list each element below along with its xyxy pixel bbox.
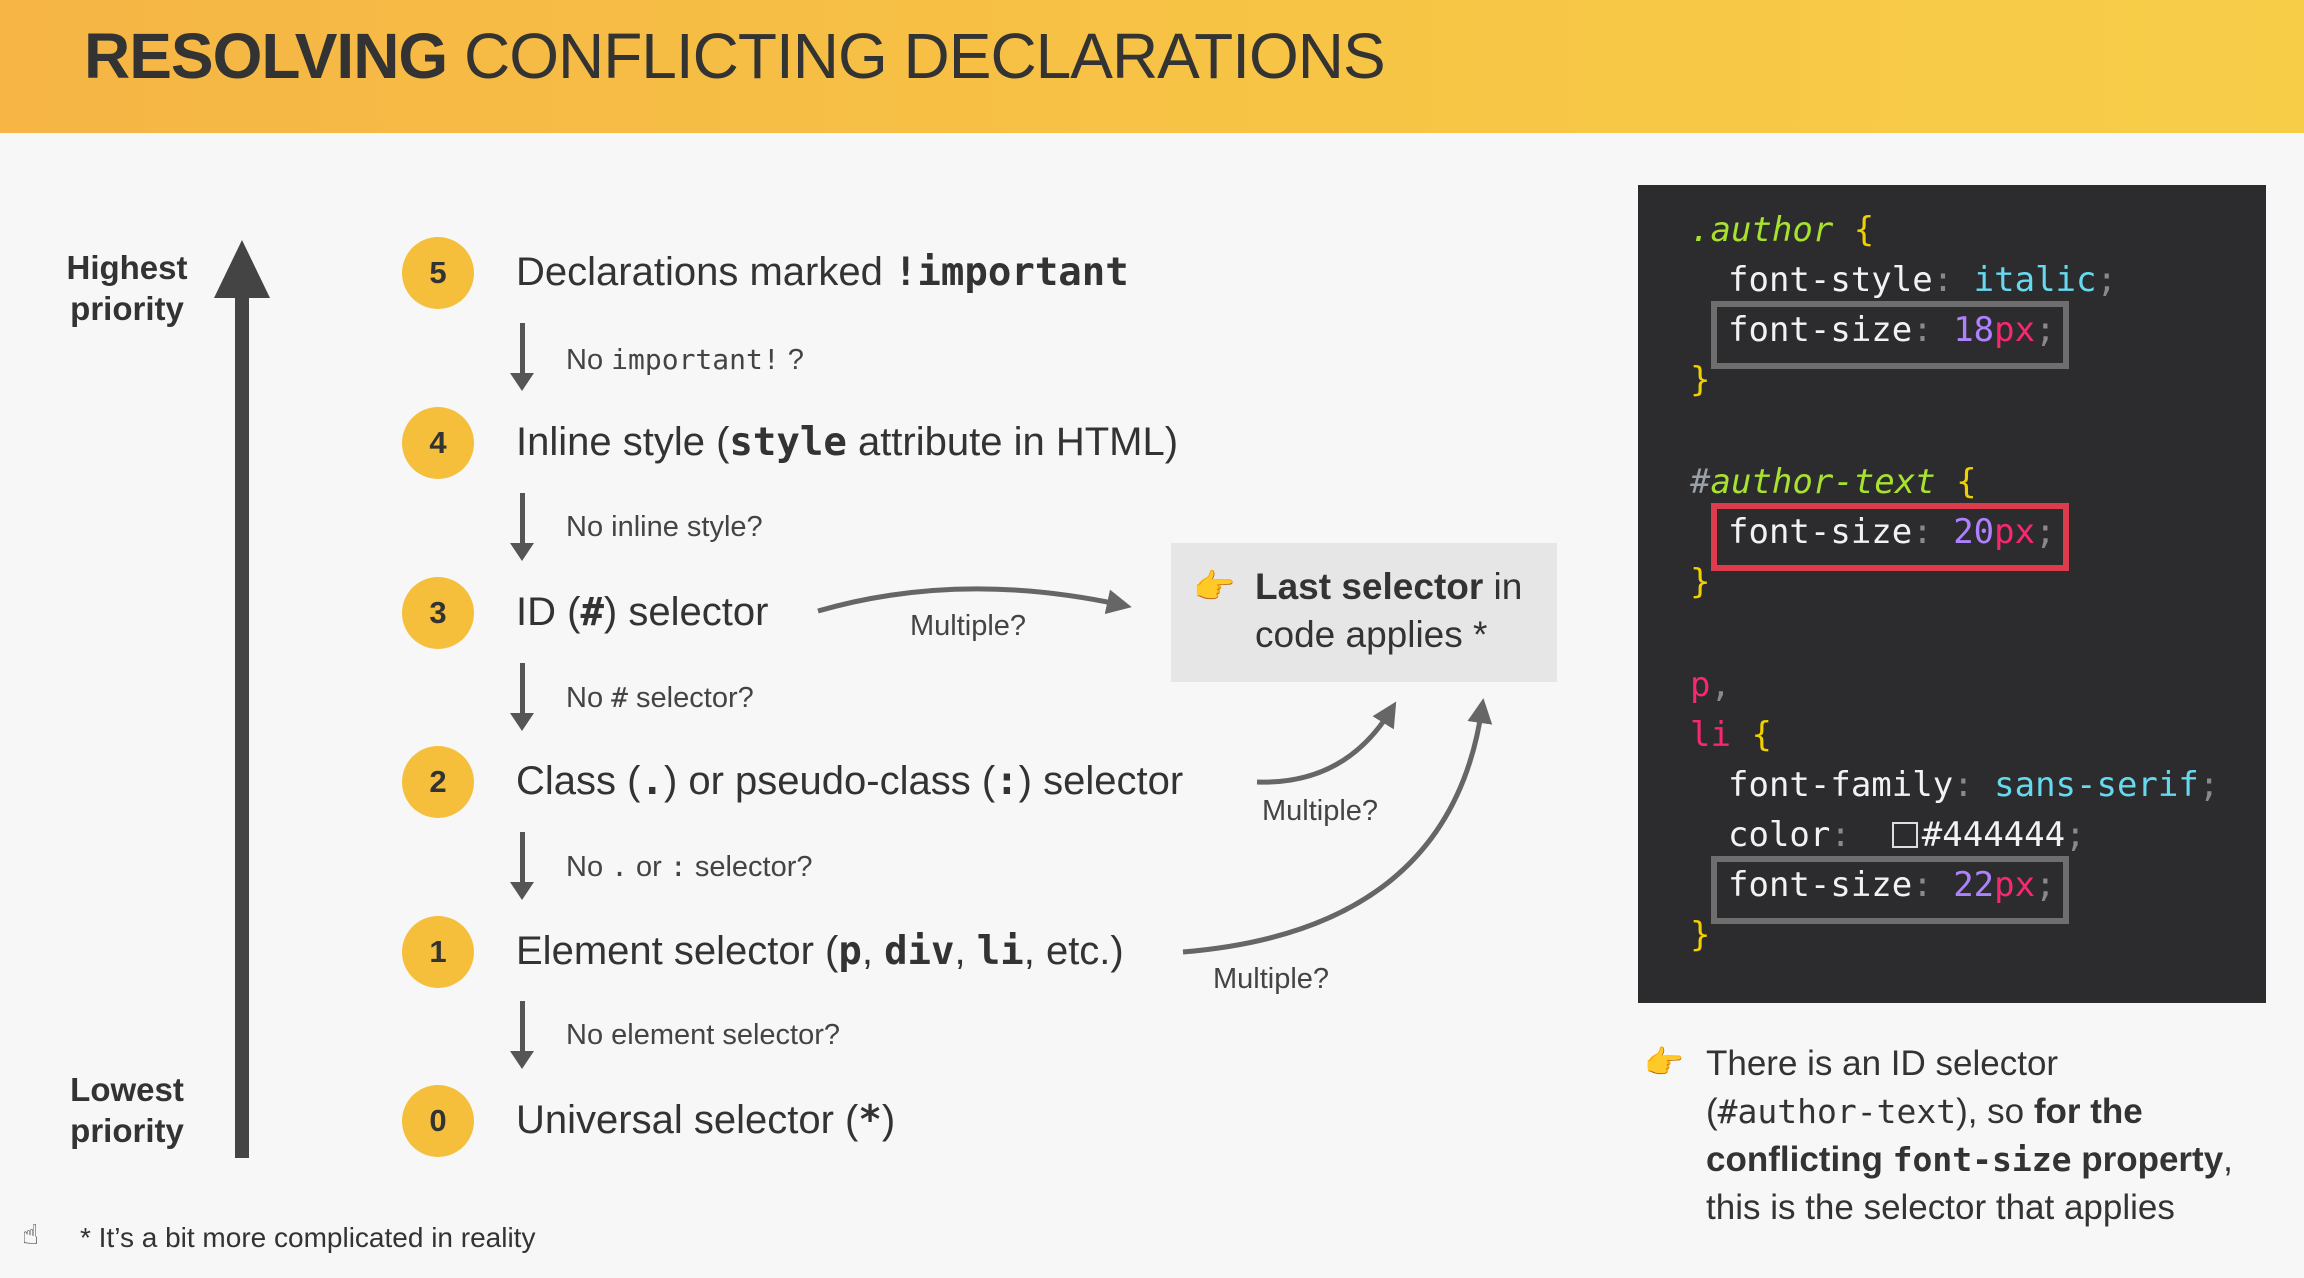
down-arrow-icon: [510, 543, 534, 561]
level-text-1: Element selector (p, div, li, etc.): [516, 929, 1124, 974]
code-line-author-text-selector: #author-text {: [1690, 462, 1977, 502]
pointing-hand-icon: 👉: [1193, 568, 1236, 606]
level-number-2: 2: [402, 746, 474, 818]
arrow-class-to-last-selector: [1256, 701, 1397, 785]
level-number-4: 4: [402, 407, 474, 479]
code-line-author-selector: .author {: [1690, 210, 1875, 250]
multiple-label-class: Multiple?: [1262, 795, 1379, 827]
code-panel: .author { font-style: italic; font-size:…: [1638, 185, 2266, 1003]
code-line-font-style: font-style: italic;: [1728, 260, 2117, 300]
header-bar: RESOLVING CONFLICTING DECLARATIONS: [0, 0, 2304, 133]
level-text-3: ID (#) selector: [516, 590, 769, 635]
pointing-hand-icon: 👉: [1644, 1044, 1684, 1080]
level-text-4: Inline style (style attribute in HTML): [516, 420, 1179, 465]
arrow-id-to-last-selector: [817, 586, 1132, 615]
finger-up-icon: ☝: [22, 1219, 40, 1250]
code-line-close-2: }: [1690, 562, 1711, 602]
code-line-color: color: #444444;: [1728, 815, 2086, 855]
explanation-note: There is an ID selector (#author-text), …: [1706, 1044, 2233, 1227]
code-line-font-size-18: font-size: 18px;: [1728, 310, 2056, 350]
footnote-text: * It’s a bit more complicated in reality: [80, 1222, 536, 1253]
question-no-important: No important! ?: [566, 343, 804, 376]
multiple-label-id: Multiple?: [910, 610, 1027, 642]
level-number-0: 0: [402, 1085, 474, 1157]
code-line-p-selector: p,: [1690, 665, 1731, 705]
level-number-3: 3: [402, 577, 474, 649]
page-title: RESOLVING CONFLICTING DECLARATIONS: [84, 20, 1386, 92]
highlight-box-20px: [1711, 503, 2069, 571]
code-line-close-1: }: [1690, 360, 1711, 400]
down-arrow-shaft: [520, 663, 525, 715]
highest-priority-label: Highest priority: [66, 249, 188, 328]
level-text-5: Declarations marked !important: [516, 250, 1129, 295]
arrow-element-to-last-selector: [1182, 698, 1493, 955]
priority-arrow-head-icon: [214, 240, 270, 298]
question-no-id-selector: No # selector?: [566, 681, 754, 714]
down-arrow-shaft: [520, 323, 525, 375]
down-arrow-icon: [510, 373, 534, 391]
level-number-5: 5: [402, 237, 474, 309]
level-number-1: 1: [402, 916, 474, 988]
question-no-element-selector: No element selector?: [566, 1019, 841, 1051]
down-arrow-icon: [510, 1051, 534, 1069]
highlight-box-18px: [1711, 301, 2069, 369]
priority-arrow-shaft: [235, 290, 249, 1158]
code-line-font-size-22: font-size: 22px;: [1728, 865, 2056, 905]
level-text-2: Class (.) or pseudo-class (:) selector: [516, 759, 1184, 804]
down-arrow-shaft: [520, 493, 525, 545]
color-swatch-icon: [1891, 822, 1918, 848]
code-line-li-selector: li {: [1690, 715, 1772, 755]
down-arrow-shaft: [520, 1001, 525, 1053]
lowest-priority-label: Lowest priority: [70, 1071, 184, 1150]
question-no-inline-style: No inline style?: [566, 511, 763, 543]
code-line-font-family: font-family: sans-serif;: [1728, 765, 2220, 805]
level-text-0: Universal selector (*): [516, 1098, 896, 1143]
highlight-box-22px: [1711, 856, 2069, 924]
multiple-label-element: Multiple?: [1213, 963, 1330, 995]
down-arrow-shaft: [520, 832, 525, 884]
question-no-class-selector: No . or : selector?: [566, 850, 813, 883]
code-line-close-3: }: [1690, 915, 1711, 955]
down-arrow-icon: [510, 882, 534, 900]
down-arrow-icon: [510, 713, 534, 731]
code-line-font-size-20: font-size: 20px;: [1728, 512, 2056, 552]
